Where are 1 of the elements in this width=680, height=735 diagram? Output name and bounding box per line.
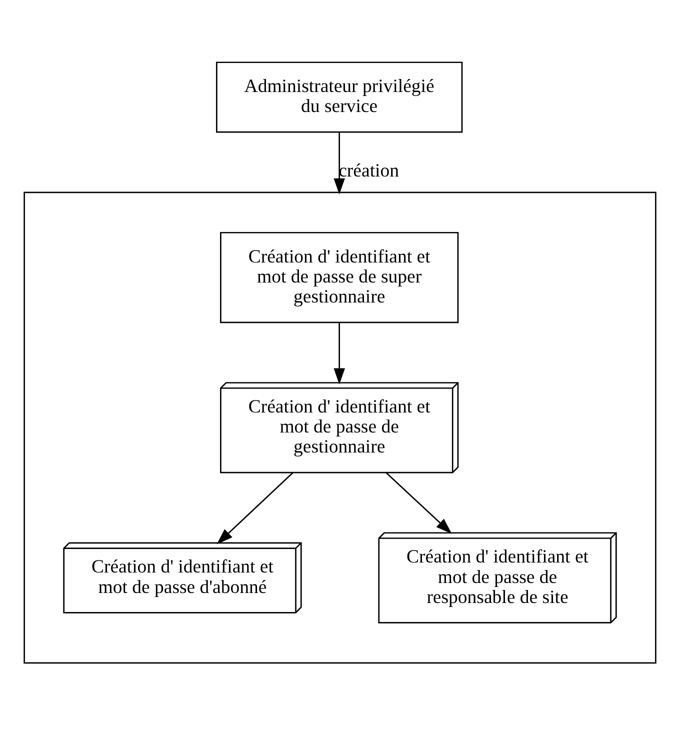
edge-label: création	[338, 160, 400, 182]
